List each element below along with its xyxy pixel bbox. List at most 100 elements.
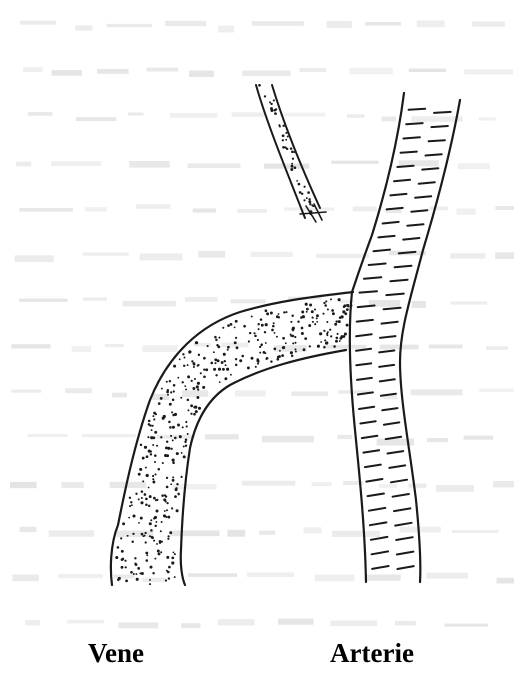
vein-dot — [169, 380, 171, 382]
vein-dot — [336, 337, 339, 340]
bg-text-smudge — [188, 573, 237, 577]
vein-dot — [259, 352, 261, 354]
vein-dot — [180, 397, 182, 399]
vein-dot — [165, 579, 167, 581]
vein-dot — [135, 573, 137, 575]
vein-dot — [253, 332, 255, 334]
vein-dot — [153, 412, 156, 415]
bg-text-smudge — [112, 393, 127, 398]
capillary-dot — [309, 203, 311, 205]
vein-dot — [187, 364, 189, 366]
bg-text-smudge — [231, 299, 266, 303]
vein-dot — [154, 431, 157, 434]
artery-striation — [415, 196, 431, 197]
vein-dot — [188, 350, 191, 353]
bg-text-smudge — [85, 207, 107, 211]
artery-striation — [368, 494, 384, 497]
vein-dot — [166, 502, 168, 504]
vein-dot — [134, 563, 136, 565]
bg-text-smudge — [118, 622, 158, 628]
vein-dot — [279, 350, 281, 352]
vein-dot — [301, 327, 304, 330]
vein-dot — [171, 561, 174, 564]
vein-dot — [343, 306, 346, 309]
bg-text-smudge — [316, 254, 369, 258]
vein-dot — [171, 507, 173, 509]
vein-dot — [128, 517, 130, 519]
bg-text-smudge — [278, 619, 313, 625]
bg-text-smudge — [280, 113, 326, 117]
vein-dot — [215, 374, 217, 376]
vein-dot — [144, 446, 147, 449]
bg-text-smudge — [189, 71, 214, 77]
capillary-dot — [296, 180, 298, 182]
artery-striation — [397, 566, 413, 569]
vein-dot — [159, 542, 161, 544]
bg-text-smudge — [353, 206, 377, 211]
vein-dot — [120, 537, 122, 539]
bg-text-smudge — [10, 482, 37, 488]
capillary-dot — [301, 193, 303, 195]
artery-striation — [360, 291, 378, 292]
vein-dot — [230, 374, 232, 376]
vein-dot — [323, 302, 325, 304]
vein-dot — [165, 500, 167, 502]
artery-striation — [397, 552, 414, 555]
bg-text-smudge — [52, 70, 83, 76]
vein-dot — [175, 488, 178, 491]
bg-text-smudge — [479, 389, 514, 393]
bg-text-smudge — [117, 531, 154, 538]
capillary-dot — [306, 197, 308, 199]
vein-dot — [117, 546, 120, 549]
vein-dot — [142, 480, 144, 482]
vein-dot — [171, 557, 174, 560]
vein-dot — [187, 433, 189, 435]
artery-striation — [380, 379, 395, 381]
vein-dot — [292, 327, 295, 330]
bg-text-smudge — [147, 68, 179, 72]
artery-striation — [390, 194, 406, 196]
artery-striation — [393, 494, 409, 497]
vein-dot — [142, 457, 145, 460]
vein-dot — [319, 332, 322, 335]
artery-striation — [384, 422, 399, 424]
vein-dot — [203, 375, 206, 378]
artery-striation — [434, 112, 451, 113]
vein-dot — [261, 324, 264, 327]
vein-dot — [149, 535, 151, 537]
vein-dot — [132, 533, 134, 535]
vein-dot — [191, 380, 193, 382]
vein-dot — [306, 308, 309, 311]
bg-text-smudge — [242, 71, 290, 77]
vein-dot — [156, 445, 158, 447]
bg-text-smudge — [83, 298, 107, 301]
artery-striation — [356, 334, 372, 336]
vein-dot — [264, 331, 266, 333]
vein-dot — [317, 345, 320, 348]
vein-dot — [350, 304, 353, 307]
capillary-dot — [291, 163, 293, 165]
vein-dot — [193, 366, 195, 368]
bg-text-smudge — [304, 527, 322, 533]
bg-text-smudge — [227, 530, 245, 537]
vein-dot — [166, 486, 169, 489]
vein-dot — [138, 522, 140, 524]
bg-text-smudge — [457, 208, 476, 214]
vein-dot — [145, 498, 148, 501]
bg-text-smudge — [181, 623, 200, 628]
vein-dot — [167, 538, 169, 540]
vein-dot — [152, 444, 154, 446]
vein-dot — [213, 351, 215, 353]
vein-dot — [270, 312, 273, 315]
vein-dot — [347, 306, 349, 308]
vein-dot — [179, 435, 182, 438]
vein-dot — [314, 323, 316, 325]
vein-dot — [198, 407, 201, 410]
artery-vessel — [350, 93, 460, 582]
vein-dot — [134, 557, 136, 559]
artery-striation — [372, 566, 388, 569]
vein-dot — [160, 397, 163, 400]
bg-text-smudge — [67, 620, 104, 624]
vein-dot — [202, 386, 205, 389]
